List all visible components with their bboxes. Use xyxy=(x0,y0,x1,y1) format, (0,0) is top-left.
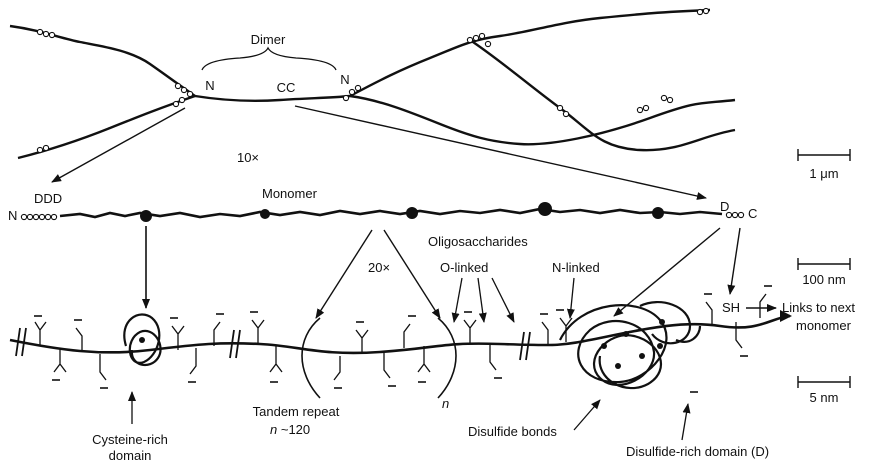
arrow-to-sh xyxy=(730,228,740,294)
tandem-repeat-label: Tandem repeat xyxy=(253,404,340,419)
n-repeat-label: n xyxy=(442,396,449,411)
tandem-repeat-arc-left xyxy=(302,318,320,398)
arrow-o-linked-2 xyxy=(478,278,484,322)
disulfide-bonds-label: Disulfide bonds xyxy=(468,424,557,439)
oligosaccharide-branches xyxy=(35,294,766,380)
tandem-count: ~120 xyxy=(277,422,310,437)
arrow-20x-left xyxy=(316,230,372,318)
strand-upper-left xyxy=(10,26,195,96)
strand-center xyxy=(195,96,350,101)
scale-1um-label: 1 μm xyxy=(809,166,838,181)
magnification-20x: 20× xyxy=(368,260,390,275)
sh-label: SH xyxy=(722,300,740,315)
arrow-disulfide-bonds xyxy=(574,400,600,430)
dimer-brace xyxy=(202,48,336,70)
tandem-n: n xyxy=(270,422,277,437)
links-label-line2: monomer xyxy=(796,318,852,333)
scale-bar-100nm xyxy=(798,258,850,270)
disulfide-rich-knot xyxy=(560,302,700,388)
monomer-strand xyxy=(60,209,722,217)
scale-100nm-label: 100 nm xyxy=(802,272,845,287)
arrow-to-ddd xyxy=(52,108,185,182)
dimer-strands xyxy=(10,10,735,158)
cc-label: CC xyxy=(277,80,296,95)
arrow-n-linked xyxy=(570,278,574,318)
oligosaccharides-label: Oligosaccharides xyxy=(428,234,528,249)
detail-backbone xyxy=(10,316,790,353)
n-right-label: N xyxy=(340,72,349,87)
o-linked-label: O-linked xyxy=(440,260,488,275)
ddd-label: DDD xyxy=(34,191,62,206)
arrow-o-linked-3 xyxy=(492,278,514,322)
c-monomer-label: C xyxy=(748,206,757,221)
cysteine-label-line1: Cysteine-rich xyxy=(92,432,168,447)
d-monomer-label: D xyxy=(720,199,729,214)
strand-mid-right xyxy=(350,96,735,144)
tandem-repeat-arc-right xyxy=(438,318,456,398)
strand-upper-right xyxy=(350,10,710,96)
cysteine-dot xyxy=(139,337,145,343)
tandem-count-label: n ~120 xyxy=(270,422,310,437)
n-linked-label: N-linked xyxy=(552,260,600,275)
monomer-label: Monomer xyxy=(262,186,318,201)
dimer-label: Dimer xyxy=(251,32,286,47)
disulfide-domain-label: Disulfide-rich domain (D) xyxy=(626,444,769,459)
arrow-disulfide-domain xyxy=(682,404,688,440)
n-left-label: N xyxy=(205,78,214,93)
cysteine-label-line2: domain xyxy=(109,448,152,463)
n-monomer-label: N xyxy=(8,208,17,223)
links-label-line1: Links to next xyxy=(782,300,855,315)
arrow-o-linked-1 xyxy=(454,278,462,322)
scale-5nm-label: 5 nm xyxy=(810,390,839,405)
scale-bar-5nm xyxy=(798,376,850,388)
scale-bar-1um xyxy=(798,149,850,161)
magnification-10x: 10× xyxy=(237,150,259,165)
